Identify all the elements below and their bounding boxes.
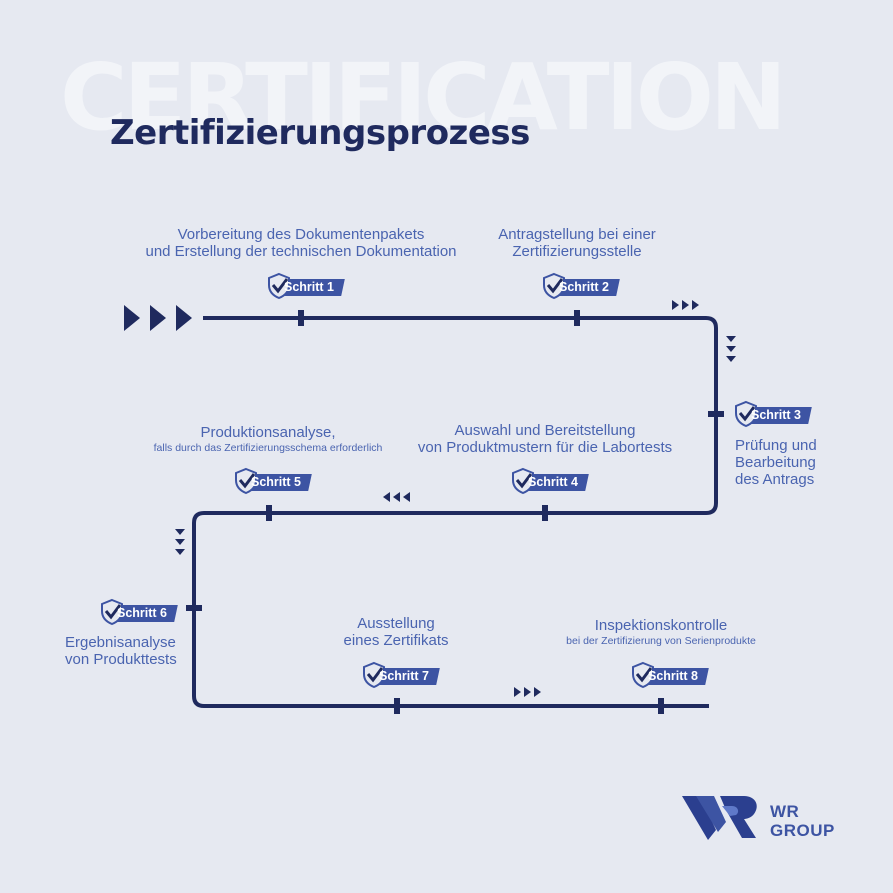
step-marker-6 — [186, 605, 202, 611]
shield-check-icon — [235, 467, 257, 495]
step-marker-4 — [542, 505, 548, 521]
direction-arrows-down-right — [726, 336, 736, 362]
step-marker-5 — [266, 505, 272, 521]
step-marker-8 — [658, 698, 664, 714]
step-marker-7 — [394, 698, 400, 714]
shield-check-icon — [101, 598, 123, 626]
shield-check-icon — [268, 272, 290, 300]
direction-arrows-left-middle — [383, 492, 410, 502]
step-marker-1 — [298, 310, 304, 326]
direction-arrows-right-bottom — [514, 687, 541, 697]
background-watermark-word: CERTIFICATION — [60, 44, 787, 151]
start-arrow-2 — [150, 305, 166, 331]
page-title: Zertifizierungsprozess — [110, 113, 530, 153]
process-path-line — [192, 316, 718, 708]
direction-arrows-right-top — [672, 300, 699, 310]
shield-check-icon — [512, 467, 534, 495]
wr-group-logo-icon — [682, 796, 757, 840]
direction-arrows-down-left — [175, 529, 185, 555]
shield-check-icon — [363, 661, 385, 689]
step-marker-3 — [708, 411, 724, 417]
step-marker-2 — [574, 310, 580, 326]
shield-check-icon — [735, 400, 757, 428]
start-arrow-3 — [176, 305, 192, 331]
shield-check-icon — [632, 661, 654, 689]
shield-check-icon — [543, 272, 565, 300]
step-5-label: Produktionsanalyse,falls durch das Zerti… — [153, 424, 383, 454]
start-arrow-1 — [124, 305, 140, 331]
